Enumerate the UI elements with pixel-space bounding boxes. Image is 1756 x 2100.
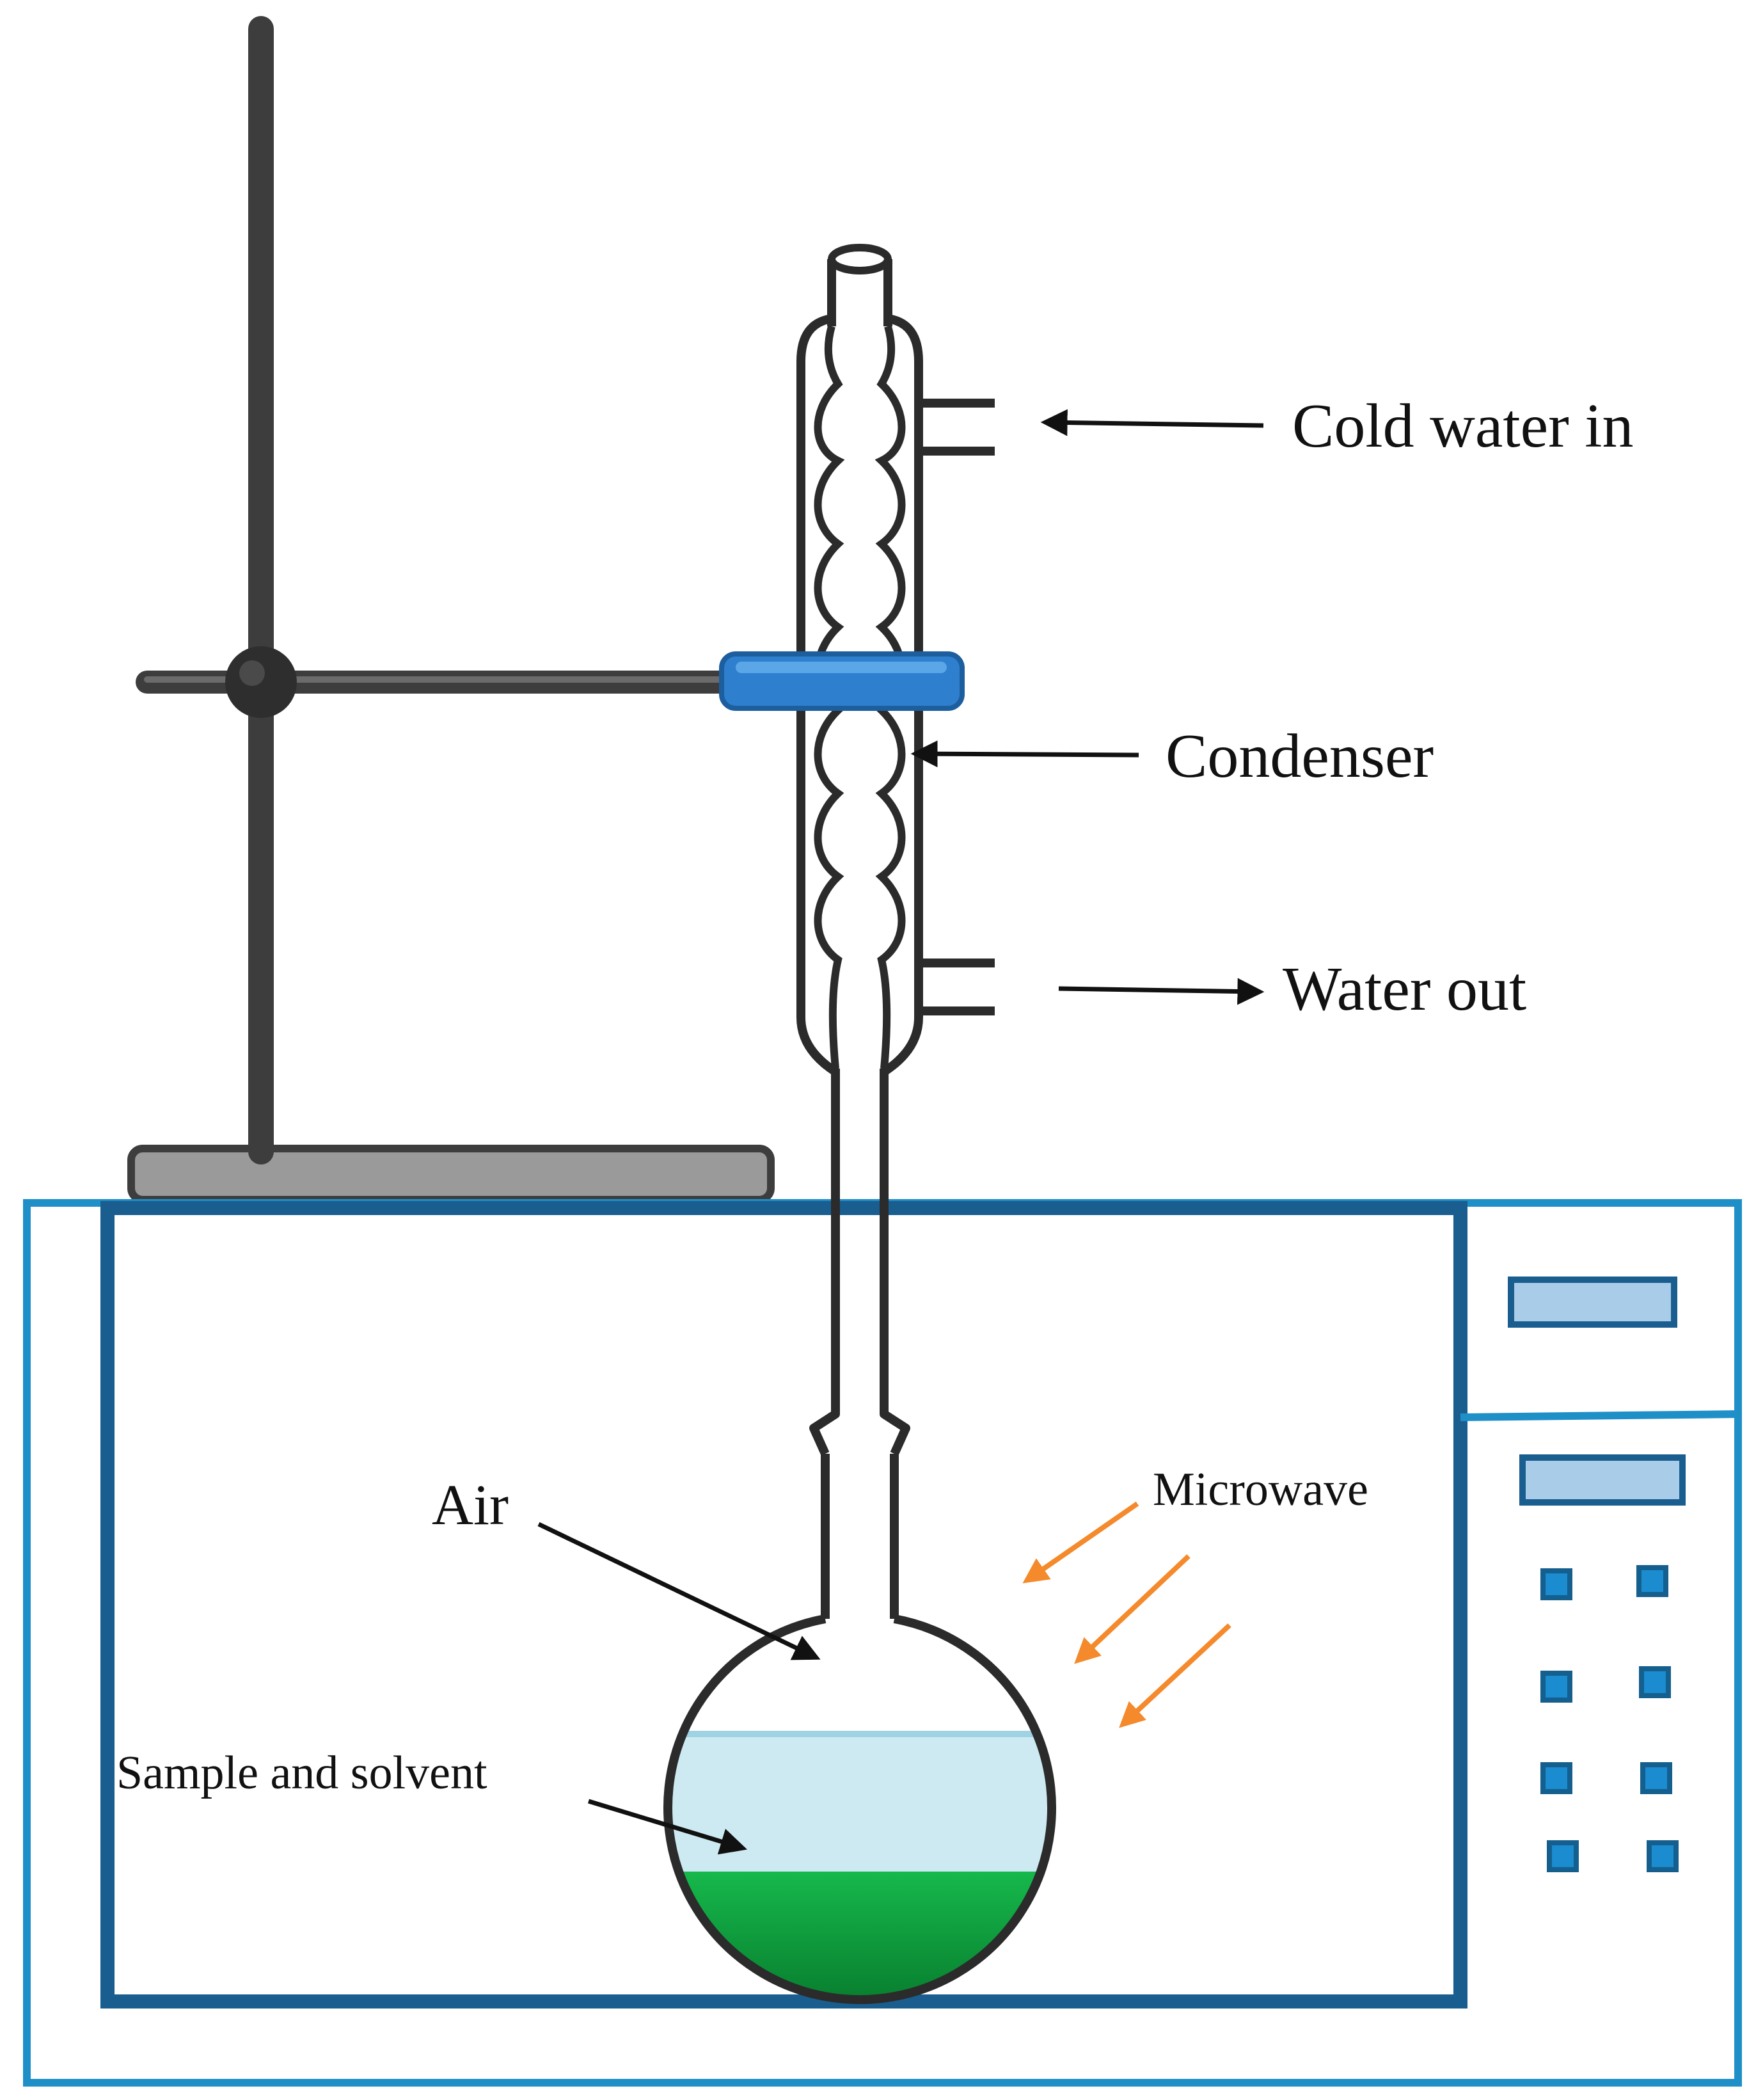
flask-outline: [663, 1614, 1056, 2005]
control-button[interactable]: [1540, 1671, 1572, 1703]
microwave-arrows: [1022, 1501, 1231, 1728]
control-button[interactable]: [1647, 1840, 1679, 1872]
clamp-shine: [736, 662, 947, 673]
round-bottom-flask: [663, 1401, 1056, 2005]
label-sample-and-solvent: Sample and solvent: [116, 1747, 487, 1799]
control-button[interactable]: [1640, 1762, 1672, 1794]
air-arrow: [537, 1522, 821, 1660]
water-inlet-port: [914, 378, 995, 456]
orange-diagonal-arrow-icon: [1074, 1554, 1190, 1664]
display-bottom: [1519, 1454, 1686, 1506]
orange-diagonal-arrow-icon: [1119, 1623, 1231, 1728]
water-outlet-port: [914, 934, 995, 1015]
label-water-out: Water out: [1283, 955, 1526, 1024]
condenser-jacket: [796, 314, 923, 1076]
control-button[interactable]: [1547, 1840, 1579, 1872]
orange-diagonal-arrow-icon: [1022, 1501, 1139, 1584]
ring-stand: [127, 16, 775, 1204]
top-opening: [828, 244, 892, 274]
panel-divider: [1460, 1410, 1739, 1421]
control-button[interactable]: [1639, 1666, 1671, 1698]
water-out-arrow: [1058, 978, 1265, 1005]
condenser-arrow: [910, 740, 1139, 768]
stand-base: [127, 1145, 775, 1204]
label-condenser: Condenser: [1166, 722, 1434, 791]
control-button[interactable]: [1540, 1568, 1572, 1600]
control-buttons: [1540, 1565, 1679, 1872]
label-microwave: Microwave: [1153, 1463, 1368, 1516]
control-button[interactable]: [1636, 1565, 1668, 1597]
control-button[interactable]: [1540, 1762, 1572, 1794]
label-arrows: [537, 409, 1265, 1855]
label-air: Air: [432, 1474, 509, 1537]
cold-water-in-arrow: [1040, 409, 1264, 436]
display-top: [1508, 1277, 1677, 1328]
sample-arrow: [587, 1799, 748, 1855]
boss-head-shine: [239, 660, 265, 686]
label-cold-water-in: Cold water in: [1292, 392, 1633, 461]
